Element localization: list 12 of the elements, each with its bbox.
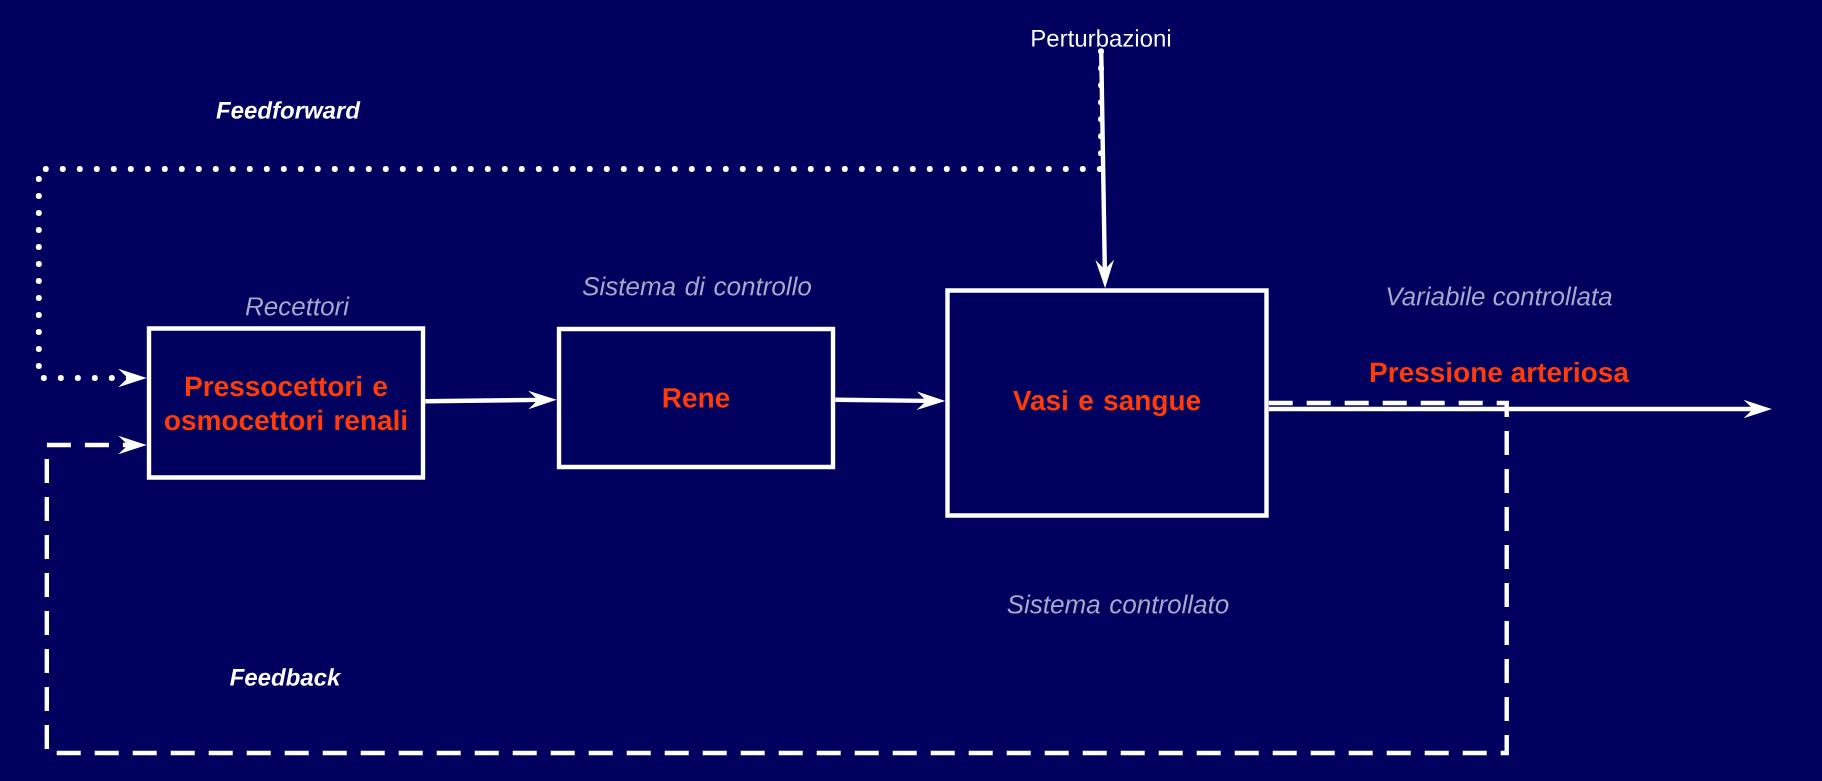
process-box: Rene: [556, 326, 836, 470]
process-box: Vasi e sangue: [945, 288, 1269, 518]
edge-label: Feedforward: [216, 101, 361, 119]
arrow: [44, 400, 1509, 756]
process-box: Pressocettori e osmocettori renali: [146, 326, 426, 480]
variable-caption: Variabile controllata: [1387, 286, 1612, 306]
box-caption: Sistema di controllo: [582, 276, 811, 296]
input-label: Perturbazioni: [1032, 29, 1171, 47]
box-caption: Sistema controllato: [1007, 594, 1229, 614]
box-caption: Recettori: [245, 296, 350, 316]
edge-label: Pressione arteriosa: [1370, 361, 1630, 383]
edge-label: Feedback: [230, 668, 342, 686]
